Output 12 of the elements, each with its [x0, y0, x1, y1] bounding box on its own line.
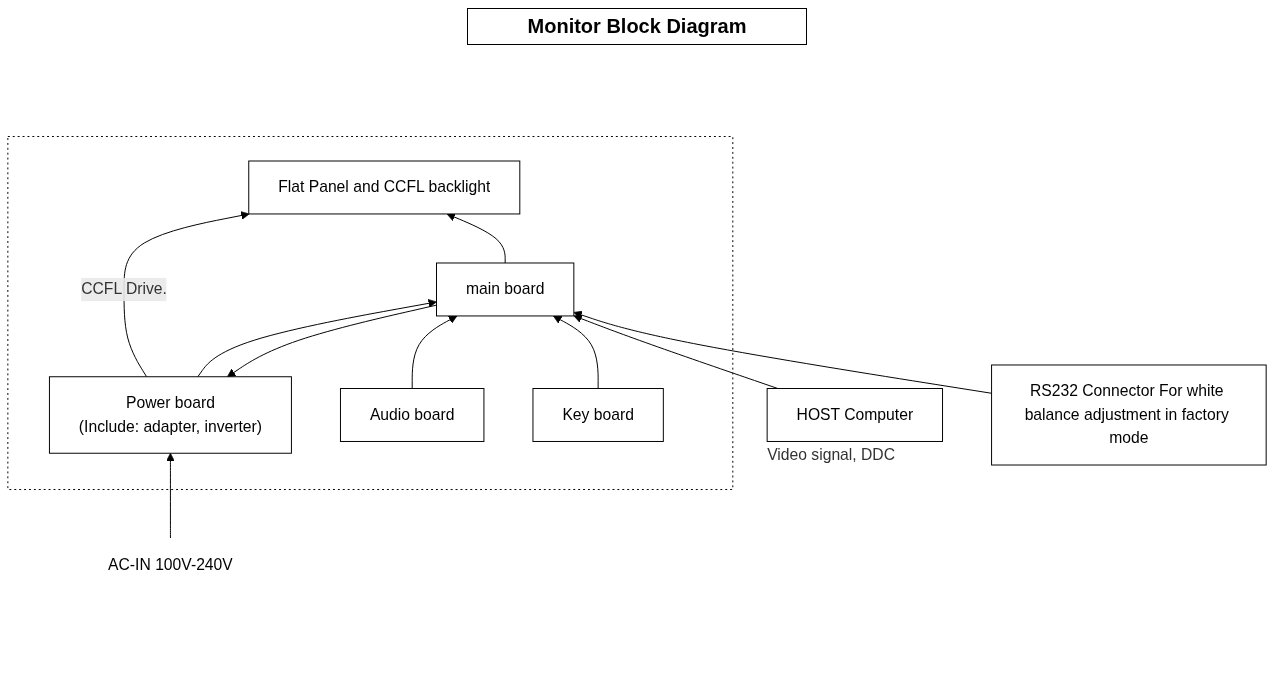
node-box: Audio board [339, 388, 485, 442]
edge-label: CCFL Drive. [81, 280, 167, 298]
node-box: Key board [532, 388, 664, 442]
node-box: RS232 Connector For white balance adjustment in factory mode [991, 364, 1267, 466]
node-text: AC-IN 100V-240V [108, 556, 233, 573]
node-caption: Video signal, DDC [767, 446, 896, 464]
node-box: Flat Panel and CCFL backlight [248, 160, 521, 215]
cluster [7, 136, 734, 490]
node-box: HOST Computer [766, 388, 944, 442]
node-box: main board [436, 262, 575, 317]
diagram-title: Monitor Block Diagram [466, 8, 808, 45]
node-box: Power board (Include: adapter, inverter) [48, 376, 292, 454]
